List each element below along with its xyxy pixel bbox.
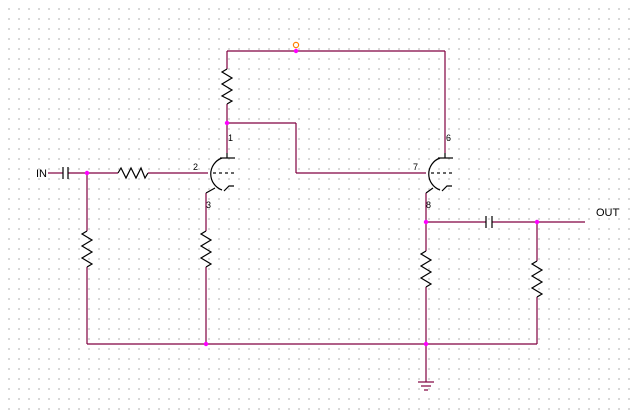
node-ground-2 [423,341,429,347]
junctions [84,48,540,347]
pin-2-label: 2 [193,162,198,172]
ground-symbol[interactable] [418,381,434,391]
triode-2[interactable] [425,153,453,194]
grid-resistor[interactable] [117,166,149,180]
b-plus-terminal[interactable] [292,41,300,49]
cathode-resistor-2[interactable] [419,250,433,288]
pin-7-label: 7 [413,162,418,172]
output-label: OUT [596,207,620,219]
load-resistor[interactable] [530,260,544,298]
triode-1[interactable] [205,153,235,194]
pin-3-label: 3 [206,200,211,210]
output-capacitor[interactable] [485,216,493,228]
grid-leak-resistor[interactable] [80,230,94,268]
node-output [534,219,540,225]
node-input [84,170,90,176]
node-b-plus [293,48,299,54]
cathode-resistor-1[interactable] [199,230,213,268]
pin-1-label: 1 [228,133,233,143]
input-label: IN [36,168,47,180]
plate-resistor[interactable] [220,68,234,105]
input-capacitor[interactable] [62,167,69,179]
node-plate-1 [224,120,230,126]
pin-6-label: 6 [446,133,451,143]
node-cathode-2 [423,219,429,225]
node-ground-1 [203,341,209,347]
wires [48,50,585,382]
pin-8-label: 8 [426,200,431,210]
